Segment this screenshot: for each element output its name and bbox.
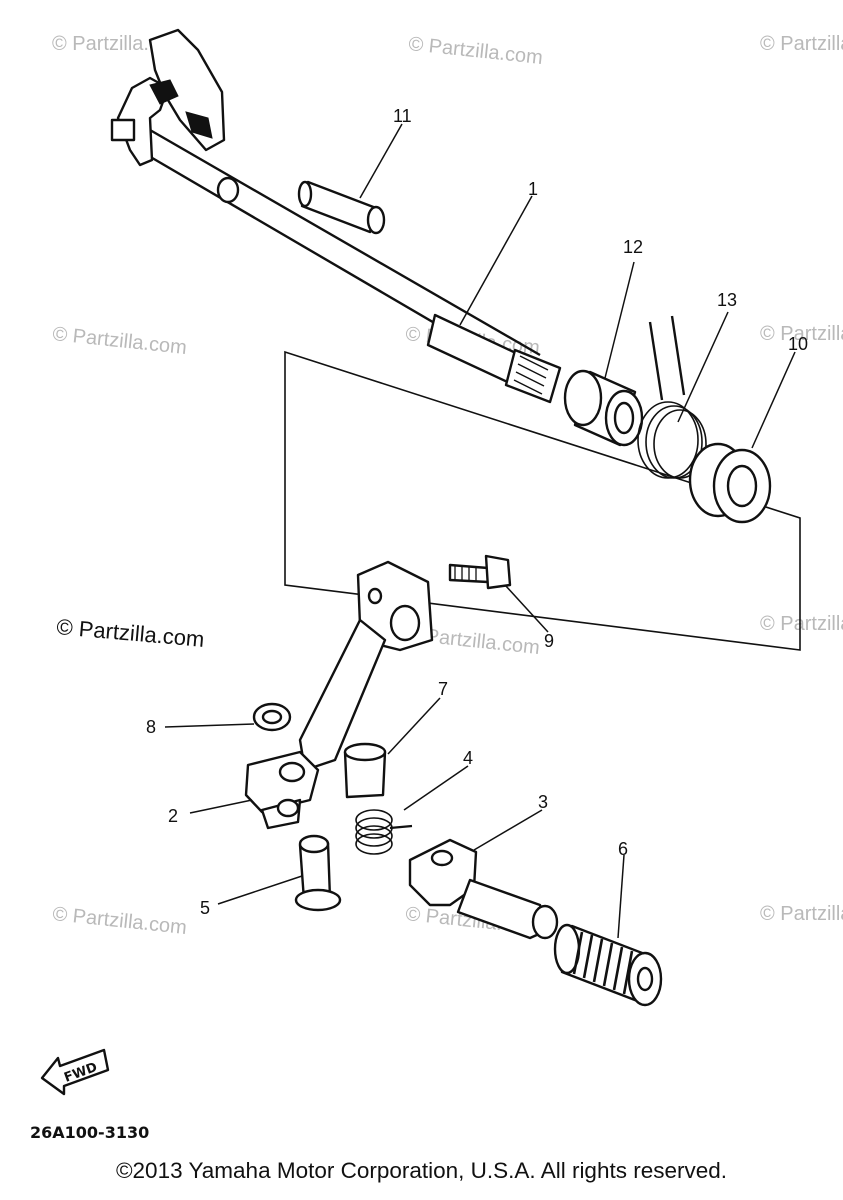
fwd-arrow-icon: FWD — [40, 1048, 110, 1096]
callout-9: 9 — [544, 631, 554, 651]
watermark-prominent: © Partzilla.com — [56, 614, 206, 652]
watermark: © Partzilla.com — [760, 903, 843, 925]
shift-shaft — [110, 28, 562, 404]
callout-4: 4 — [463, 748, 473, 768]
watermark: © Partzilla.com — [51, 323, 187, 359]
pedal-link — [244, 750, 320, 830]
callout-2: 2 — [168, 806, 178, 826]
assembly-outline — [284, 350, 801, 651]
callout-5: 5 — [200, 898, 210, 918]
callout-3: 3 — [538, 792, 548, 812]
callout-1: 1 — [528, 179, 538, 199]
watermark: © Partzilla.com — [760, 613, 843, 635]
torsion-spring — [637, 315, 707, 479]
watermark: © Partzilla.com — [51, 903, 187, 939]
collar — [563, 369, 644, 447]
oil-seal — [688, 442, 772, 524]
leader-lines — [164, 123, 796, 939]
diagram-code: 26A100-3130 — [30, 1123, 149, 1142]
bush — [343, 742, 387, 799]
return-spring — [355, 809, 413, 855]
watermark: © Partzilla.com — [760, 323, 843, 345]
pivot-bolt — [294, 834, 342, 912]
pedal-arm — [408, 838, 559, 940]
shift-arm — [298, 560, 434, 772]
callout-12: 12 — [623, 237, 643, 257]
bolt — [448, 554, 512, 590]
pedal-rubber — [553, 923, 663, 1007]
callout-13: 13 — [717, 290, 737, 310]
callout-11: 11 — [393, 106, 412, 126]
dowel-pin — [297, 180, 386, 235]
callout-10: 10 — [788, 334, 808, 354]
callout-labels: 11 1 12 13 10 9 8 7 4 2 3 6 5 — [146, 106, 808, 918]
copyright-notice: ©2013 Yamaha Motor Corporation, U.S.A. A… — [115, 1158, 728, 1183]
callout-8: 8 — [146, 717, 156, 737]
watermark: © Partzilla.com — [760, 33, 843, 55]
watermark: © Partzilla.com — [407, 33, 543, 69]
washer — [252, 702, 292, 732]
callout-7: 7 — [438, 679, 448, 699]
callout-6: 6 — [618, 839, 628, 859]
